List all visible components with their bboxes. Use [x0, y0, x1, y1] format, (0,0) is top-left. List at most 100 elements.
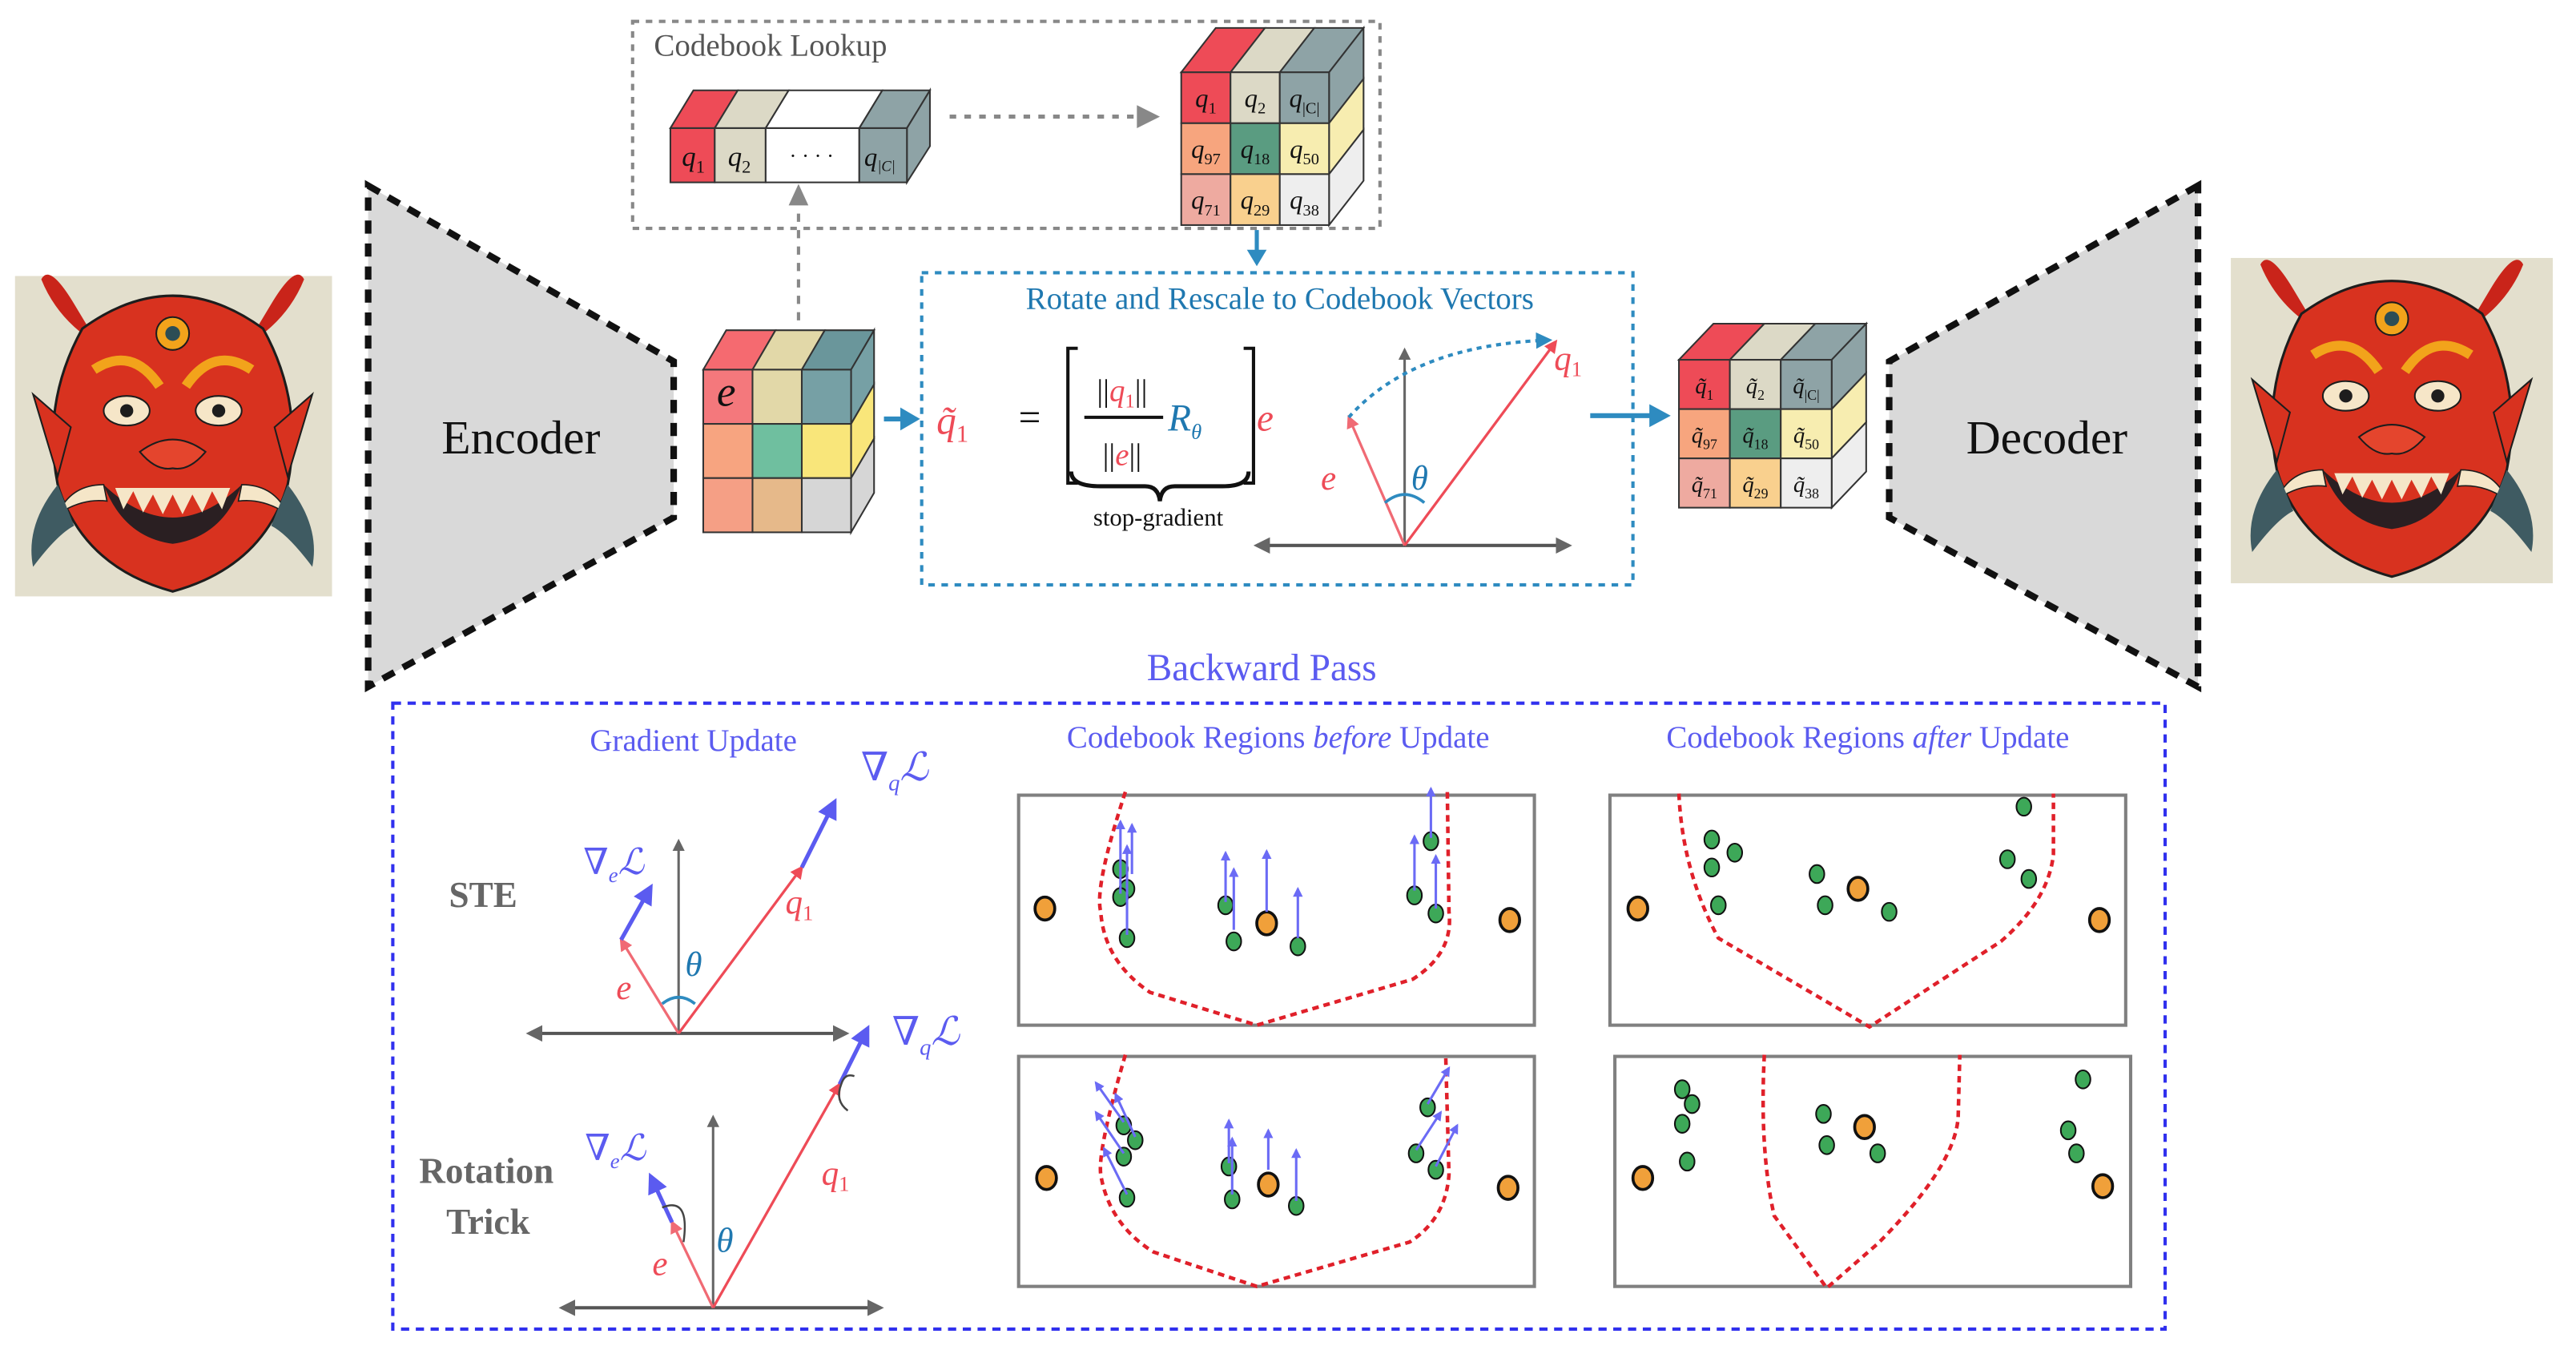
- rotation-arc-arrow: [1347, 332, 1553, 419]
- codebook-lookup-title: Codebook Lookup: [654, 29, 887, 63]
- decoder-label: Decoder: [1966, 411, 2128, 464]
- gradient-arrow: [1415, 1110, 1443, 1151]
- cube-cell-label: q̃71: [1692, 472, 1717, 502]
- cube-cell-label: q̃18: [1742, 422, 1768, 452]
- grad-e-label: ∇eℒ: [583, 842, 645, 887]
- cube-cell-label: q71: [1191, 187, 1221, 220]
- cube-cell-label: q1: [1195, 84, 1217, 117]
- backward-pass-title: Backward Pass: [1147, 647, 1377, 689]
- encoder-output-dot: [1809, 864, 1825, 884]
- region-boundary: [1098, 1054, 1451, 1289]
- cube-cell-label: q97: [1191, 135, 1221, 168]
- cube-cell: [1230, 173, 1281, 226]
- label-theta: θ: [685, 946, 702, 984]
- codebook-ellipsis: · · · ·: [790, 143, 834, 167]
- cube-cell: [1278, 71, 1330, 124]
- cube-cell-label: q29: [1241, 187, 1270, 220]
- cube-cell-label: q50: [1290, 135, 1319, 168]
- codebook-vector-dot: [1631, 1165, 1655, 1191]
- cube-cell: [800, 423, 852, 479]
- cube-cell: [702, 477, 754, 534]
- encoder-block: Encoder: [364, 179, 678, 693]
- label-q1: q1: [1554, 340, 1582, 381]
- cube-cell: [702, 423, 754, 479]
- decoder-trapezoid: [1886, 179, 2202, 693]
- cube-cell: [1780, 457, 1833, 509]
- grad-e-arrow: [648, 1172, 674, 1223]
- cube-cell: [800, 477, 852, 534]
- encoder-output-dot: [1427, 1159, 1444, 1180]
- ste-before-panel: [1016, 793, 1536, 1027]
- cube-cell: [1278, 173, 1330, 226]
- codebook-vector-dot: [1846, 876, 1870, 902]
- angle-arc: [1383, 493, 1426, 504]
- rotation-trick-gradient-diagram: Rotation Trick e θ q1 ∇eℒ ∇qℒ: [419, 1009, 960, 1316]
- gradient-arrow: [1114, 1092, 1137, 1138]
- codebook-vector-dot: [1853, 1114, 1876, 1140]
- encoder-output-dot: [1881, 901, 1898, 922]
- rotation-trick-label-line1: Rotation: [419, 1150, 553, 1191]
- lookup-arrowhead: [1137, 105, 1161, 128]
- cube-cell: [751, 423, 803, 479]
- encoded-cube: e: [702, 327, 876, 536]
- cube-cell: [1729, 457, 1782, 509]
- region-boundary: [1761, 1054, 1962, 1291]
- rotation-before-panel: [1016, 1054, 1536, 1288]
- codebook-vector-dot: [1035, 1165, 1058, 1191]
- rotate-rescale-panel: Rotate and Rescale to Codebook Vectors q…: [920, 271, 1635, 587]
- cube-cell-label: q|C|: [1289, 84, 1319, 117]
- ste-label: STE: [449, 875, 517, 915]
- encoder-output-dot: [1118, 1187, 1136, 1208]
- grad-q-arrow: [799, 798, 837, 868]
- cube-cell-label: q2: [1245, 84, 1266, 117]
- encoder-trapezoid: [364, 179, 678, 693]
- output-image: [2231, 257, 2554, 583]
- gradient-arrow: [1094, 1110, 1125, 1154]
- encoder-output-dot: [1419, 1097, 1436, 1118]
- gradient-arrow: [1426, 1066, 1451, 1105]
- input-image: [14, 274, 332, 597]
- after-update-title: Codebook Regions after Update: [1666, 720, 2069, 755]
- codebook-vector-dot: [2087, 907, 2111, 933]
- before-update-title: Codebook Regions before Update: [1067, 720, 1490, 755]
- encoder-output-dot: [2068, 1143, 2085, 1163]
- vector-q1: [711, 1082, 841, 1309]
- encoder-output-dot: [1703, 857, 1721, 878]
- codebook-vector-dot: [1255, 910, 1278, 937]
- ste-after-panel: [1608, 793, 2127, 1027]
- cube-cell-label: q̃97: [1692, 422, 1717, 452]
- equation-numerator: ||q1||: [1097, 373, 1147, 412]
- equation-denominator: ||e||: [1103, 437, 1142, 472]
- gradient-arrow: [1094, 1081, 1125, 1123]
- grad-e-label: ∇eℒ: [585, 1128, 646, 1173]
- encoder-output-dot: [1290, 936, 1306, 957]
- encoder-output-dot: [1673, 1114, 1691, 1134]
- vector-e: [670, 1219, 714, 1309]
- cube-cell-label: q̃|C|: [1793, 373, 1819, 403]
- label-e: e: [616, 969, 631, 1007]
- angle-arc: [661, 995, 696, 1005]
- lookup-to-rotate-arrowhead: [1246, 249, 1267, 267]
- encoder-output-dot: [1818, 1135, 1835, 1155]
- label-theta: θ: [716, 1223, 733, 1260]
- encoder-output-dot: [1115, 1146, 1133, 1167]
- codebook-vector-dot: [1498, 907, 1521, 933]
- region-boundary: [1676, 793, 2055, 1030]
- label-e: e: [1321, 460, 1336, 498]
- encoder-output-dot: [1684, 1094, 1701, 1114]
- underbrace: [1069, 471, 1251, 502]
- encoder-output-dot: [1226, 931, 1242, 952]
- vector-e: [619, 937, 680, 1034]
- cube-cell-label: q̃38: [1793, 472, 1819, 502]
- encoder-output-dot: [1817, 895, 1833, 916]
- rotate-to-output-arrowhead: [1649, 404, 1671, 428]
- encoder-output-dot: [1869, 1143, 1886, 1163]
- codebook-vector-dot: [1626, 895, 1649, 922]
- codebook-entry-2: q2: [728, 141, 751, 176]
- encoded-cube-label: e: [717, 368, 736, 416]
- encoder-output-dot: [1127, 1130, 1144, 1150]
